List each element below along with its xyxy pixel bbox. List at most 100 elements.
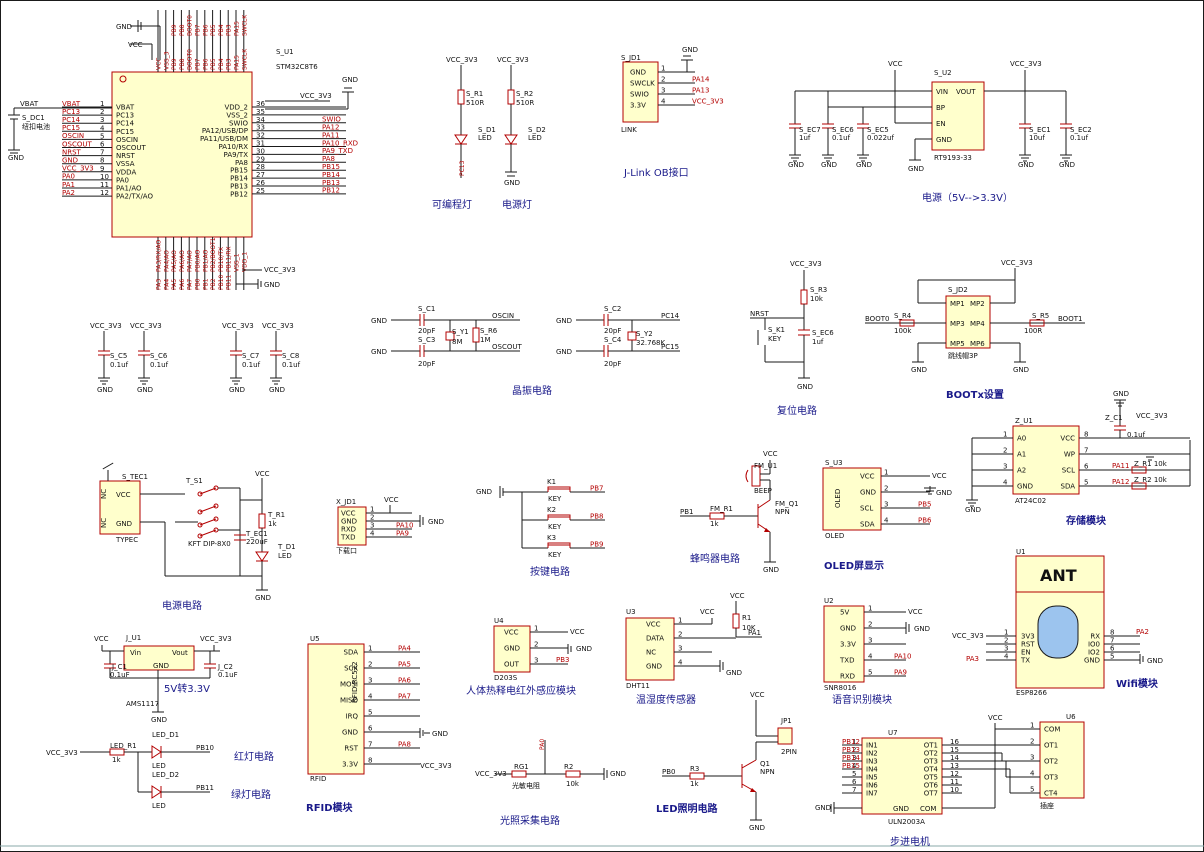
typec-led-ref: T_D1 [277,543,296,551]
light-vcc: VCC_3V3 [475,770,507,778]
prog-led-caption: 可编程灯 [432,198,472,211]
decap-ref: S_C7 [242,352,259,360]
mcu-pin1-marker [119,75,127,83]
eeprom-cap-gnd: GND [1113,390,1129,398]
key-switch[interactable] [547,486,571,490]
reg-cap-ref: S_EC6 [832,126,854,134]
download-pin-net: PA9 [396,530,409,538]
decap-vcc: VCC_3V3 [90,322,122,330]
mcu-pin-number: 10 [100,173,109,181]
oled-module[interactable] [822,467,882,531]
mcu-body[interactable] [111,71,253,238]
boot-jumper[interactable] [945,295,991,349]
rfid-module[interactable] [307,643,365,775]
uln2003-chip[interactable] [861,737,943,815]
wifi-gnd-net: GND [1147,657,1163,665]
download-connector[interactable] [337,506,367,546]
ldo-chip[interactable] [123,645,195,671]
reg-cap-gnd: GND [1018,161,1034,169]
reg-cap-gnd: GND [821,161,837,169]
eeprom-vcc-net: VCC_3V3 [1136,412,1168,420]
buzzer-r-val: 1k [710,520,719,528]
uln2003-pin-number: 7 [852,786,856,794]
mcu-pin-number: 25 [256,187,265,195]
power-caption: 电源（5V-->3.3V） [922,191,1013,204]
xtal1-gnd1: GND [371,317,387,325]
pir-module[interactable] [493,625,531,673]
pir-part: D203S [494,674,518,682]
typec-vcc: VCC [255,470,270,478]
typec-r-ref: T_R1 [267,511,285,519]
ledlight-r-ref: R3 [690,765,699,773]
mcu-bottom-pin-label: PB11/RX [226,246,233,272]
mcu-left-net: VCC_3V3 [62,165,94,173]
uln2003-pin-number: 3 [852,754,856,762]
uln2003-in-net: PB13 [842,746,860,754]
prog-led-net: PC13 [459,160,466,176]
reset-cap-ref: S_EC6 [812,329,834,337]
ldo-block: J_U1 AMS1117 Vin GND Vout VCC VCC_3V3 J_… [94,634,238,724]
xtal-c1-ref: S_C1 [418,305,435,313]
eeprom-chip[interactable] [1012,425,1080,495]
oled-pin-number: 4 [884,517,889,525]
regulator-chip[interactable] [931,81,985,151]
boot-pin-mp6: MP6 [970,340,985,348]
eeprom-pin-number: 7 [1084,447,1088,455]
boot-r4-val: 100k [894,327,912,335]
typec-connector[interactable] [99,480,141,535]
light-block: VCC_3V3 RG1 光敏电阻 PA0 R2 10k GND 光照采集电路 [475,739,626,827]
key-switch[interactable] [547,542,571,546]
voice-module[interactable] [823,605,865,683]
ldo-vout-net: VCC_3V3 [200,635,232,643]
decoupling-caps: VCC_3V3S_C50.1ufGNDVCC_3V3S_C60.1ufGNDVC… [90,322,301,394]
wifi-antenna-icon [1037,605,1079,659]
buzzer-type: BEEP [754,487,772,495]
regulator-gnd: GND [908,165,924,173]
pir-gnd-net: GND [576,645,592,653]
mcu-top-net: PB9 [171,24,178,36]
uln2003-com-pin: COM [920,805,936,813]
buzzer-q-type: NPN [775,508,790,516]
eeprom-right-pin: WP [1064,451,1075,459]
rfid-pin-net: PA4 [398,645,412,653]
dht-sensor[interactable] [625,617,675,681]
uln2003-pin-number: 15 [950,746,959,754]
voice-pin-net: PA10 [894,653,911,661]
uln2003-out-pin: OT5 [924,774,938,782]
wifi-pin-number: 8 [1110,629,1114,637]
rfid-pin-label: MOSI [340,681,358,689]
dip-switch[interactable] [197,485,219,539]
rfid-ref: U5 [310,635,320,643]
voice-pin-number: 1 [868,605,872,613]
rfid-pin-label: MISO [340,697,359,705]
boot-r4-ref: S_R4 [894,312,912,320]
mcu-bottom-pin-label: PA3/RX/AO [156,240,163,272]
pir-pin-number: 3 [534,657,538,665]
light-rg-ref: RG1 [514,763,529,771]
mcu-bottom-pin-label: PB10/TX [218,247,225,272]
ledlight-jumper[interactable] [777,727,793,745]
mcu-right-net: PB13 [322,179,340,187]
xtal-net-oscout: OSCOUT [492,343,522,351]
mcu-pin-label: PA8 [235,159,248,167]
pir-pin-label: GND [504,645,520,653]
motor-pin-number: 2 [1030,738,1034,746]
reset-block: VCC_3V3 S_R3 10k NRST S_K1 KEY S_EC6 1uf… [750,260,834,417]
mcu-right-net: SWIO [322,116,341,124]
typec-block: S_TEC1 TYPEC NC VCC NC GND T_S1 KFT DIP-… [99,462,296,612]
motor-socket[interactable] [1039,721,1085,799]
mcu-left-net: PA1 [62,181,75,189]
voice-part: SNR8016 [824,684,857,692]
crystal-caption: 晶振电路 [512,384,552,397]
red-led-caption: 红灯电路 [234,750,274,763]
key-switch[interactable] [547,514,571,518]
prog-led-r-val: 510R [466,99,484,107]
buzzer-r-ref: FM_R1 [710,505,733,513]
wifi-left-pin: RST [1021,641,1035,649]
jlink-connector[interactable] [622,61,659,123]
